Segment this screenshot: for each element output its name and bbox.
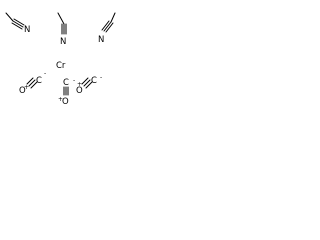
carbon-charge-3: - [100, 74, 102, 81]
carbonyl-ligand-2: - C O + [58, 77, 75, 107]
methyl-bond-3 [110, 12, 116, 23]
oxygen-charge-1: + [24, 84, 29, 91]
co-triple-3b [81, 77, 89, 85]
oxygen-atom-1: O [19, 86, 26, 96]
co-triple-1c [30, 81, 38, 89]
nitrogen-atom-3: N [98, 35, 104, 45]
carbon-atom-3: C [91, 76, 97, 86]
acetonitrile-ligand-2: N [57, 12, 67, 47]
carbon-atom-1: C [36, 76, 42, 86]
carbon-charge-1: - [44, 70, 46, 77]
triple-bond-3b [101, 20, 110, 31]
chromium-atom: Cr [56, 61, 66, 71]
oxygen-charge-2: + [58, 96, 63, 103]
nitrogen-atom-2: N [60, 37, 66, 47]
methyl-bond-1 [5, 12, 14, 22]
triple-bond-1a [12, 20, 24, 28]
triple-bond-3c [105, 22, 114, 33]
co-triple-3c [85, 81, 93, 89]
methyl-bond-2 [57, 12, 65, 25]
chemical-structure-canvas: N N N Cr - C O + [0, 0, 127, 107]
acetonitrile-ligand-3: N [98, 12, 116, 45]
triple-bond-3a [103, 21, 112, 32]
co-triple-1a [28, 79, 36, 87]
oxygen-atom-3: O [76, 86, 83, 96]
oxygen-charge-3: + [77, 81, 82, 88]
acetonitrile-ligand-1: N [5, 12, 30, 35]
carbonyl-ligand-3: - C O + [76, 74, 102, 96]
carbonyl-ligand-1: - C O + [19, 70, 46, 96]
triple-bond-1b [11, 22, 23, 30]
oxygen-atom-2: O [62, 97, 69, 107]
carbon-charge-2: - [73, 77, 75, 84]
co-triple-1b [26, 77, 34, 85]
carbon-atom-2: C [63, 78, 69, 88]
nitrogen-atom-1: N [24, 25, 30, 35]
chemical-structure-diagram: N N N Cr - C O + [5, 12, 116, 107]
co-triple-3a [83, 79, 91, 87]
triple-bond-1c [13, 18, 25, 26]
